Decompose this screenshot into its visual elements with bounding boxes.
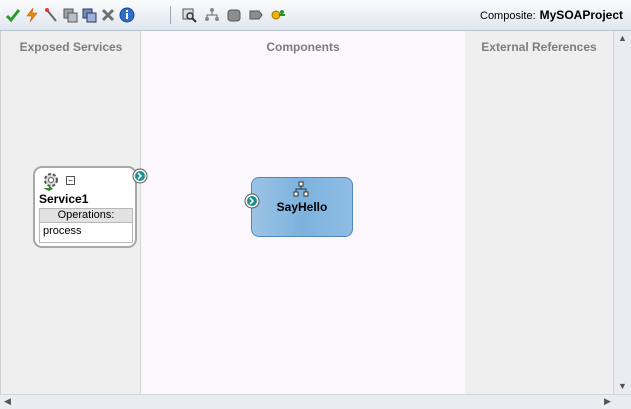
info-icon[interactable]	[118, 6, 135, 23]
service-connector-icon[interactable]	[132, 168, 148, 184]
horizontal-scrollbar[interactable]: ◀ ▶	[0, 394, 631, 409]
bpel-process-icon	[293, 181, 309, 197]
exposed-services-title: Exposed Services	[19, 40, 123, 54]
external-references-lane[interactable]: External References	[465, 31, 613, 394]
tag-icon[interactable]	[247, 6, 264, 23]
scroll-down-icon[interactable]: ▼	[618, 381, 627, 391]
service-name[interactable]: Service1	[39, 192, 89, 206]
service-card[interactable]: − Service1 Operations: process	[33, 166, 137, 248]
validate-check-icon[interactable]	[4, 6, 21, 23]
collapse-toggle[interactable]: −	[66, 176, 75, 185]
plugin-icon[interactable]	[269, 6, 286, 23]
external-references-title: External References	[481, 40, 597, 54]
toolbar-separator	[170, 6, 171, 24]
operations-box: Operations: process	[39, 208, 133, 243]
composite-name: MySOAProject	[539, 8, 623, 22]
operations-header: Operations:	[40, 209, 132, 223]
composite-indicator: Composite:MySOAProject	[480, 8, 623, 22]
scroll-right-icon[interactable]: ▶	[604, 396, 611, 406]
vertical-scrollbar[interactable]: ▲ ▼	[613, 31, 631, 394]
lightning-icon[interactable]	[23, 6, 40, 23]
gear-icon	[41, 171, 61, 191]
wand-icon[interactable]	[42, 6, 59, 23]
delete-icon[interactable]	[99, 6, 116, 23]
search-icon[interactable]	[180, 6, 197, 23]
composite-label: Composite:	[480, 10, 536, 22]
paste-icon[interactable]	[80, 6, 97, 23]
component-sayhello[interactable]: SayHello	[251, 177, 353, 237]
components-title: Components	[266, 40, 340, 54]
component-name: SayHello	[276, 200, 328, 214]
copy-icon[interactable]	[61, 6, 78, 23]
tree-icon[interactable]	[203, 6, 220, 23]
db-icon[interactable]	[225, 6, 242, 23]
scroll-up-icon[interactable]: ▲	[618, 33, 627, 43]
scroll-left-icon[interactable]: ◀	[4, 396, 11, 406]
operation-item[interactable]: process	[43, 225, 82, 237]
toolbar: Composite:MySOAProject	[0, 0, 631, 31]
component-connector-icon[interactable]	[244, 193, 260, 209]
